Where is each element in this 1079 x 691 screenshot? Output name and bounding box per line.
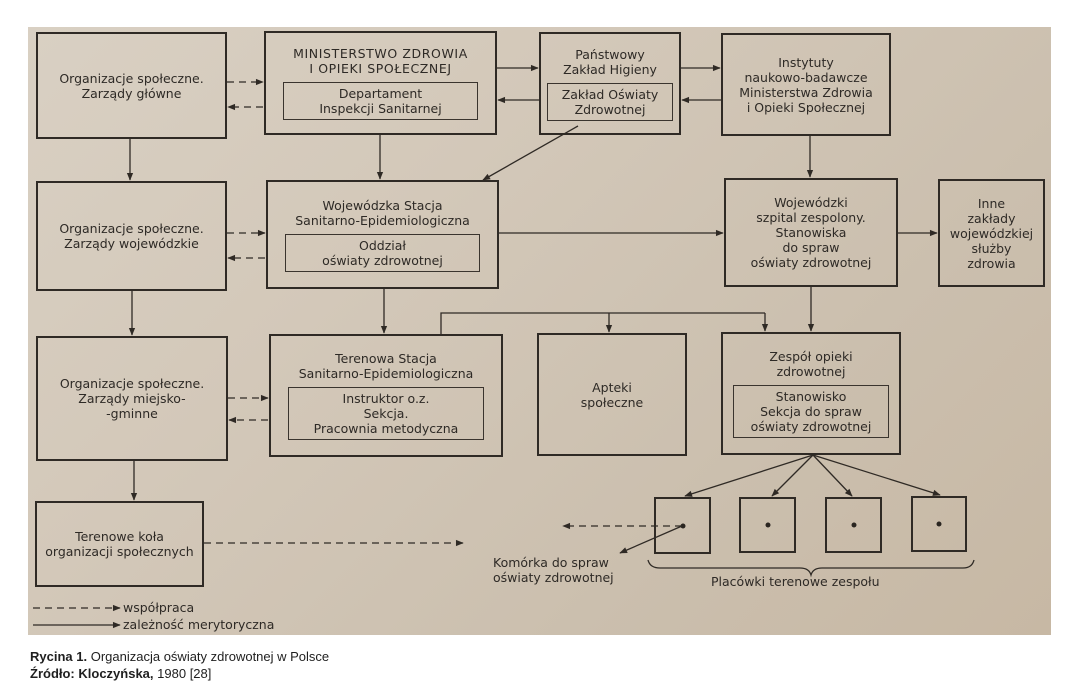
box-organizacje-zarzady-glowne: Organizacje społeczne. Zarządy główne	[36, 32, 227, 139]
placowka-dot	[851, 522, 856, 528]
placowka-dot	[680, 523, 685, 528]
box-text: Organizacje społeczne. Zarządy wojewódzk…	[59, 221, 204, 251]
legend-dashed-label: współpraca	[123, 600, 195, 615]
box-zespol-opieki: Zespół opieki zdrowotnej Stanowisko Sekc…	[721, 332, 901, 455]
box-text: Terenowe koła organizacji społecznych	[45, 529, 194, 559]
box-title: Terenowa Stacja Sanitarno-Epidemiologicz…	[298, 351, 474, 381]
box-instytuty: Instytuty naukowo-badawcze Ministerstwa …	[721, 33, 891, 136]
box-title: Państwowy Zakład Higieny	[563, 46, 657, 77]
box-inner-zaklad-oswiaty: Zakład Oświaty Zdrowotnej	[547, 82, 673, 121]
figure-label: Rycina 1.	[30, 649, 88, 664]
placowka-box	[825, 497, 882, 553]
box-text: Instytuty naukowo-badawcze Ministerstwa …	[739, 54, 873, 115]
box-title: MINISTERSTWO ZDROWIA I OPIEKI SPOŁECZNEJ	[293, 46, 468, 76]
placowka-box	[654, 497, 711, 554]
source-label: Źródło: Kloczyńska,	[30, 666, 154, 681]
box-organizacje-zarzady-miejsko-gminne: Organizacje społeczne. Zarządy miejsko- …	[36, 336, 228, 461]
figure-source: Źródło: Kloczyńska, 1980 [28]	[30, 666, 211, 681]
legend-solid-label: zależność merytoryczna	[123, 617, 275, 632]
placowka-box	[739, 497, 796, 553]
box-text: Inne zakłady wojewódzkiej służby zdrowia	[949, 195, 1034, 271]
box-terenowa-stacja: Terenowa Stacja Sanitarno-Epidemiologicz…	[269, 334, 503, 457]
box-inner-stanowisko: Stanowisko Sekcja do spraw oświaty zdrow…	[733, 385, 889, 438]
figure-caption: Rycina 1. Organizacja oświaty zdrowotnej…	[30, 649, 329, 664]
placowka-box	[911, 496, 967, 552]
figure-title: Organizacja oświaty zdrowotnej w Polsce	[90, 649, 330, 664]
box-text: Apteki społeczne	[580, 379, 644, 410]
box-title: Zespół opieki zdrowotnej	[769, 349, 853, 379]
source-text: 1980 [28]	[157, 666, 212, 681]
box-inner-oddzial: Oddział oświaty zdrowotnej	[285, 233, 480, 272]
box-terenowe-kola: Terenowe koła organizacji społecznych	[35, 501, 204, 587]
box-organizacje-zarzady-wojewodzkie: Organizacje społeczne. Zarządy wojewódzk…	[36, 181, 227, 291]
box-inne-zaklady: Inne zakłady wojewódzkiej służby zdrowia	[938, 179, 1045, 287]
placowka-dot	[765, 522, 770, 528]
box-wojewodzki-szpital: Wojewódzki szpital zespolony. Stanowiska…	[724, 178, 898, 287]
box-ministerstwo: MINISTERSTWO ZDROWIA I OPIEKI SPOŁECZNEJ…	[264, 31, 497, 135]
box-text: Organizacje społeczne. Zarządy główne	[59, 70, 204, 101]
box-inner-departament: Departament Inspekcji Sanitarnej	[283, 82, 478, 120]
box-wojewodzka-stacja: Wojewódzka Stacja Sanitarno-Epidemiologi…	[266, 180, 499, 289]
box-title: Wojewódzka Stacja Sanitarno-Epidemiologi…	[295, 197, 470, 228]
box-text: Organizacje społeczne. Zarządy miejsko- …	[59, 376, 205, 421]
placowka-dot	[936, 521, 942, 527]
label-komorka: Komórka do spraw oświaty zdrowotnej	[493, 555, 614, 585]
box-inner-instruktor: Instruktor o.z. Sekcja. Pracownia metody…	[288, 387, 484, 440]
box-text: Wojewódzki szpital zespolony. Stanowiska…	[750, 195, 872, 270]
box-apteki: Apteki społeczne	[537, 333, 687, 456]
box-panstwowy-zaklad-higieny: Państwowy Zakład Higieny Zakład Oświaty …	[539, 32, 681, 135]
label-placowki-terenowe: Placówki terenowe zespołu	[711, 574, 880, 589]
